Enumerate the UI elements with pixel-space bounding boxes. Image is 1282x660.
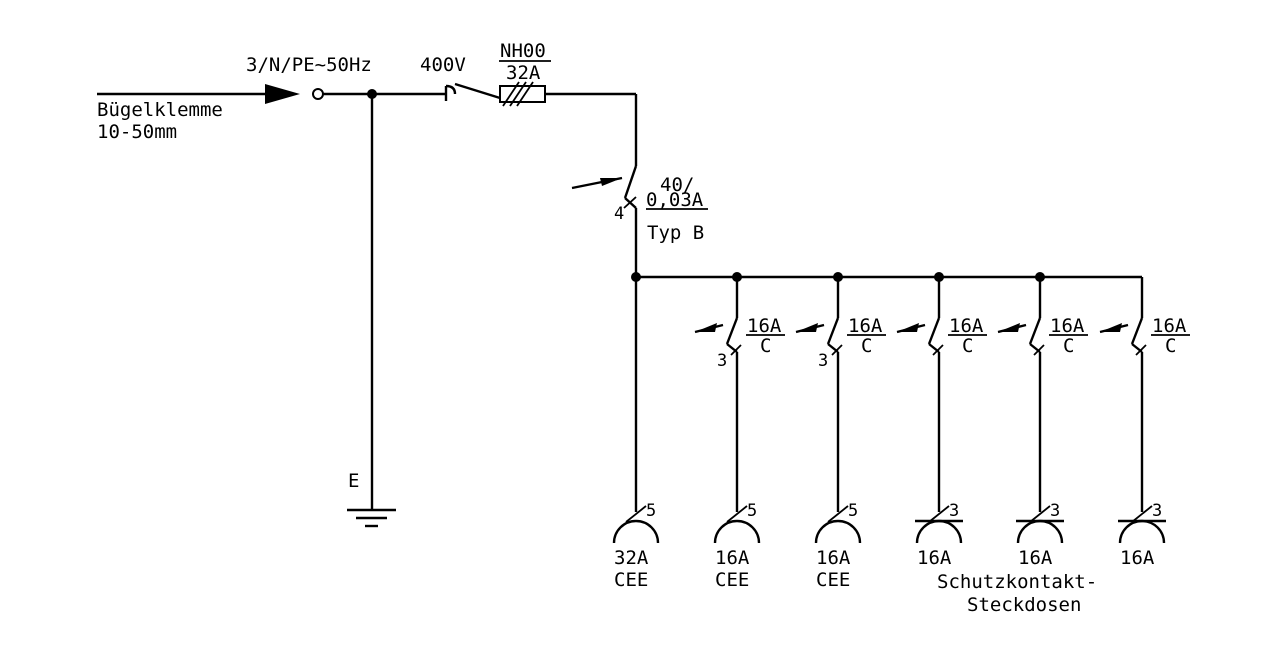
switch-hook [445,84,457,95]
breaker-rating-label: 16A [848,315,883,337]
breaker-rating-label: 16A [747,315,782,337]
rcd: 4 40/ 0,03A Typ B [571,165,708,277]
breaker-pole-tick [1135,344,1147,356]
outlet-rating-label: 16A [715,547,750,569]
conductor-count-label: 5 [848,501,858,521]
breaker-actuator-arrow-icon [1100,323,1122,332]
breaker-pole-tick [831,344,843,356]
conductor-count-label: 5 [747,501,757,521]
rcd-pole-tick [623,196,637,209]
rcd-rating-top: 40/ [660,174,694,196]
conductor-count-label: 3 [949,501,959,521]
breaker-blade [725,317,739,345]
outlet-kind-label: CEE [816,569,850,591]
conductor-tick [928,505,950,523]
breaker-curve-label: C [962,335,973,357]
main-fuse-switch: NH00 32A [444,40,638,166]
outlet-rating-label: 16A [1018,547,1053,569]
outlet-4: 3 16A [915,501,963,569]
socket-icon [915,519,963,544]
conductor-count-label: 5 [646,501,656,521]
schuko-label-line1: Schutzkontakt- [937,571,1097,593]
breaker-pole-tick [730,344,742,356]
rcd-type-label: Typ B [647,222,704,244]
breaker-blade [927,317,941,345]
socket-icon [814,519,862,544]
conductor-tick [1029,505,1051,523]
breaker-pole-tick [932,344,944,356]
breaker-blade [1028,317,1042,345]
breaker-curve-label: C [760,335,771,357]
rcd-blade [623,165,638,199]
conductor-tick [827,505,849,523]
outlet-rating-label: 32A [614,547,649,569]
outlet-rating-label: 16A [816,547,851,569]
feed-arrow-icon [265,84,300,104]
outlet-kind-label: CEE [614,569,648,591]
breaker-rating-label: 16A [1050,315,1085,337]
breaker-blade [1130,317,1144,345]
breaker-poles-label: 3 [717,351,727,371]
switch-blade [454,82,501,100]
earth-label: E [348,470,359,492]
conductor-tick [1131,505,1153,523]
rcd-actuator-arrow-icon [600,178,622,186]
outlet-6: 3 16A [1118,501,1166,569]
breaker-pole-tick [1033,344,1045,356]
outlet-kind-label: CEE [715,569,749,591]
conductor-tick [625,505,647,523]
outlet-5: 3 16A [1016,501,1064,569]
breaker-actuator-arrow-icon [897,323,919,332]
rcd-poles-label: 4 [614,204,624,224]
outlet-rating-label: 16A [1120,547,1155,569]
socket-icon [1016,519,1064,544]
conductor-count-label: 3 [1152,501,1162,521]
breaker-actuator-arrow-icon [695,323,717,332]
terminal-label-2: 10-50mm [97,121,177,143]
earth-symbol: E [347,94,396,528]
breaker-actuator-arrow-icon [796,323,818,332]
socket-icon [612,519,660,544]
bus-junction-dot [631,272,641,282]
outlet-rating-label: 16A [917,547,952,569]
breaker-rating-label: 16A [949,315,984,337]
terminal-label-1: Bügelklemme [97,99,223,121]
rcd-rating-bottom: 0,03A [646,189,704,211]
fuse-rating-label: 32A [506,62,541,84]
fuse-hatch-2 [509,81,527,107]
supply-feed: Bügelklemme 10-50mm 3/N/PE~50Hz 400V [97,54,466,143]
breaker-curve-label: C [1063,335,1074,357]
schuko-label-line2: Steckdosen [967,594,1081,616]
fuse-hatch-1 [502,81,520,107]
supply-voltage-label: 400V [420,54,466,76]
breaker-rating-label: 16A [1152,315,1187,337]
breaker-curve-label: C [861,335,872,357]
fuse-hatch-3 [516,81,534,107]
conductor-tick [726,505,748,523]
socket-icon [713,519,761,544]
breaker-poles-label: 3 [818,351,828,371]
breaker-blade [826,317,840,345]
terminal-icon [312,88,324,100]
conductor-count-label: 3 [1050,501,1060,521]
fuse-type-label: NH00 [500,40,546,62]
breaker-actuator-arrow-icon [998,323,1020,332]
supply-system-label: 3/N/PE~50Hz [246,54,372,76]
breaker-curve-label: C [1165,335,1176,357]
socket-icon [1118,519,1166,544]
